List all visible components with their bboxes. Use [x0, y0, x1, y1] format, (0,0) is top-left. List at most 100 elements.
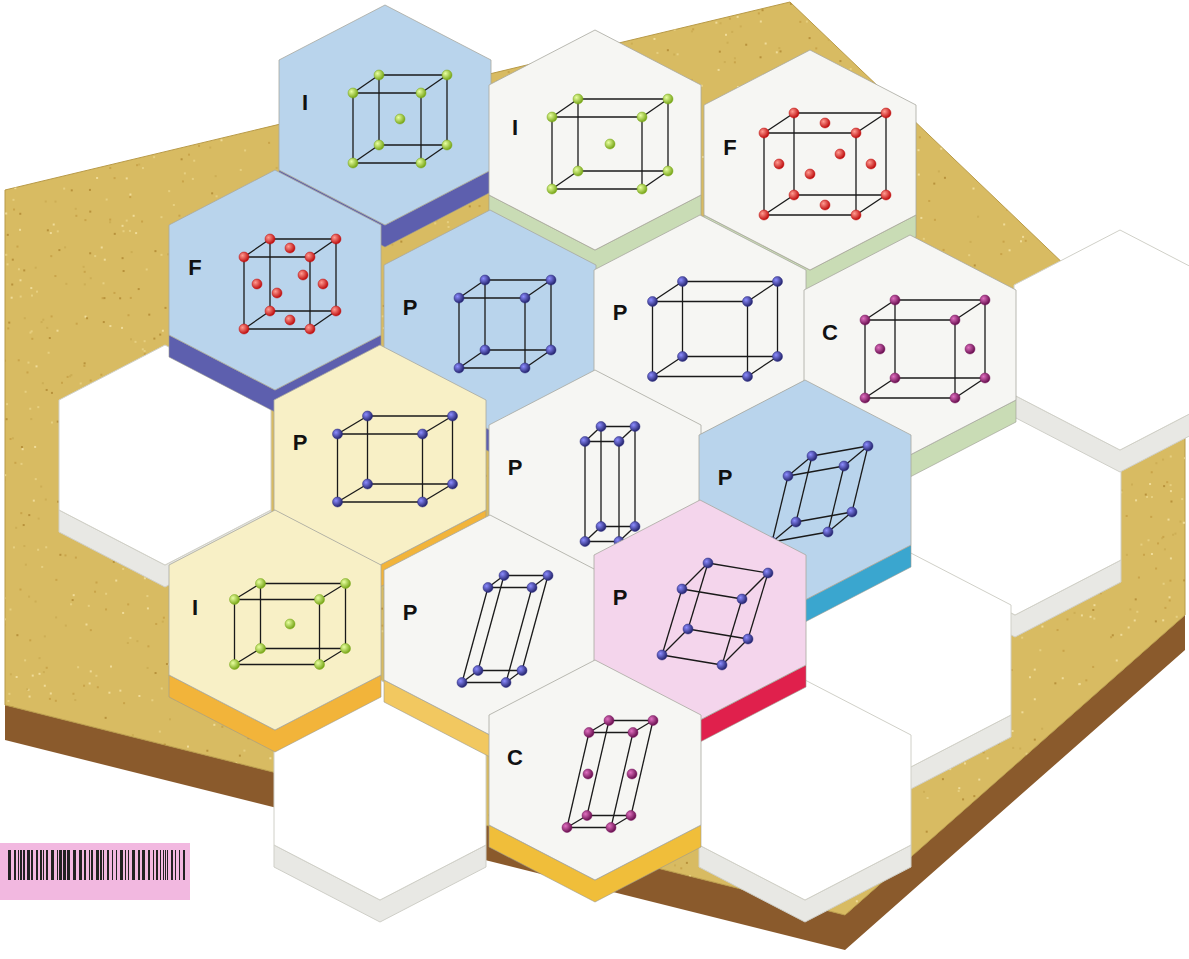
speckle-dot — [180, 823, 182, 825]
speckle-dot — [856, 57, 858, 59]
speckle-dot — [382, 315, 384, 317]
speckle-dot — [718, 8, 720, 10]
speckle-dot — [839, 60, 841, 62]
speckle-dot — [1185, 184, 1187, 186]
speckle-dot — [90, 380, 92, 382]
speckle-dot — [1187, 703, 1189, 705]
speckle-dot — [58, 249, 60, 251]
speckle-dot — [1149, 483, 1151, 485]
speckle-dot — [305, 41, 307, 43]
speckle-dot — [723, 3, 725, 5]
speckle-dot — [1096, 747, 1098, 749]
speckle-dot — [677, 13, 679, 15]
speckle-dot — [56, 69, 58, 71]
speckle-dot — [43, 3, 45, 5]
speckle-dot — [305, 889, 307, 891]
speckle-dot — [266, 24, 268, 26]
speckle-dot — [667, 27, 669, 29]
speckle-dot — [884, 33, 886, 35]
speckle-dot — [1134, 182, 1136, 184]
speckle-dot — [1000, 253, 1002, 255]
speckle-dot — [188, 752, 190, 754]
speckle-dot — [22, 40, 24, 42]
speckle-dot — [158, 833, 160, 835]
speckle-dot — [102, 297, 104, 299]
speckle-dot — [1127, 780, 1129, 782]
speckle-dot — [260, 883, 262, 885]
speckle-dot — [902, 35, 904, 37]
speckle-dot — [860, 38, 862, 40]
speckle-dot — [28, 596, 30, 598]
speckle-dot — [913, 906, 915, 908]
speckle-dot — [237, 835, 239, 837]
speckle-dot — [245, 792, 247, 794]
speckle-dot — [192, 899, 194, 901]
speckle-dot — [73, 830, 75, 832]
speckle-dot — [1177, 782, 1179, 784]
speckle-dot — [138, 288, 140, 290]
speckle-dot — [1170, 490, 1172, 492]
speckle-dot — [19, 213, 21, 215]
speckle-dot — [106, 199, 108, 201]
speckle-dot — [508, 887, 510, 889]
speckle-dot — [224, 58, 226, 60]
speckle-dot — [22, 448, 24, 450]
speckle-dot — [173, 204, 175, 206]
speckle-dot — [109, 783, 111, 785]
speckle-dot — [206, 864, 208, 866]
speckle-dot — [126, 1, 128, 3]
speckle-dot — [180, 111, 182, 113]
speckle-dot — [5, 94, 7, 96]
speckle-dot — [1151, 703, 1153, 705]
speckle-dot — [139, 797, 141, 799]
speckle-dot — [55, 616, 57, 618]
speckle-dot — [59, 112, 61, 114]
speckle-dot — [1170, 557, 1172, 559]
speckle-dot — [999, 17, 1001, 19]
speckle-dot — [740, 25, 742, 27]
speckle-dot — [674, 29, 676, 31]
speckle-dot — [944, 177, 946, 179]
speckle-dot — [1184, 92, 1186, 94]
speckle-dot — [163, 29, 165, 31]
speckle-dot — [293, 906, 295, 908]
speckle-dot — [718, 69, 720, 71]
speckle-dot — [400, 241, 402, 243]
speckle-dot — [724, 61, 726, 63]
speckle-dot — [1012, 44, 1014, 46]
speckle-dot — [1152, 237, 1154, 239]
speckle-dot — [38, 518, 40, 520]
speckle-dot — [999, 903, 1001, 905]
speckle-dot — [129, 42, 131, 44]
speckle-dot — [268, 142, 270, 144]
speckle-dot — [871, 2, 873, 4]
speckle-dot — [220, 139, 222, 141]
speckle-dot — [138, 794, 140, 796]
speckle-dot — [1028, 863, 1030, 865]
speckle-dot — [205, 813, 207, 815]
speckle-dot — [20, 713, 22, 715]
speckle-dot — [761, 912, 763, 914]
speckle-dot — [1148, 539, 1150, 541]
speckle-dot — [260, 792, 262, 794]
speckle-dot — [102, 818, 104, 820]
speckle-dot — [1172, 827, 1174, 829]
speckle-dot — [1080, 735, 1082, 737]
speckle-dot — [968, 254, 970, 256]
speckle-dot — [60, 783, 62, 785]
speckle-dot — [1170, 455, 1172, 457]
speckle-dot — [1155, 462, 1157, 464]
speckle-dot — [29, 408, 31, 410]
speckle-dot — [154, 766, 156, 768]
speckle-dot — [1019, 49, 1021, 51]
speckle-dot — [75, 120, 77, 122]
speckle-dot — [127, 642, 129, 644]
speckle-dot — [1174, 812, 1176, 814]
speckle-dot — [1042, 836, 1044, 838]
speckle-dot — [1058, 219, 1060, 221]
speckle-dot — [957, 12, 959, 14]
speckle-dot — [1137, 864, 1139, 866]
speckle-dot — [230, 887, 232, 889]
speckle-dot — [1019, 748, 1021, 750]
speckle-dot — [1119, 145, 1121, 147]
